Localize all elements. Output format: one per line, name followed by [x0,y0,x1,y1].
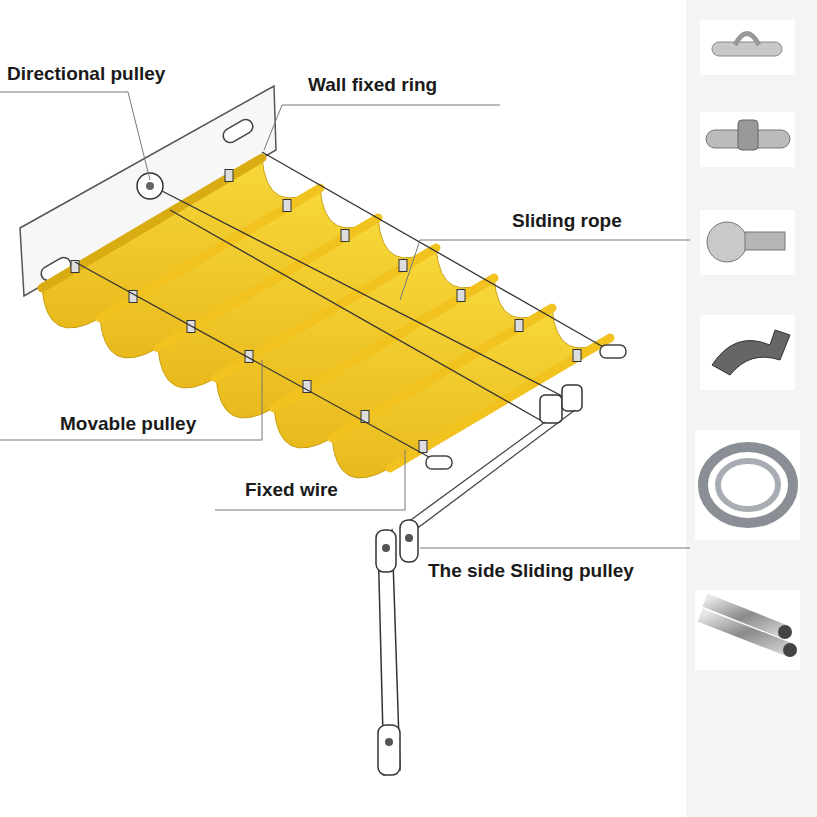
side-sliding-pulley [400,520,418,562]
part-label: Movable pulley [58,413,198,435]
part-label: Sliding rope [510,210,624,232]
movable-pulley [283,200,291,212]
directional-pulley [137,173,163,199]
movable-pulley [341,230,349,242]
movable-pulley [225,170,233,182]
movable-pulley [573,350,581,362]
wall-ring [221,117,256,145]
movable-pulley [515,320,523,332]
movable-pulley [419,441,427,453]
fabric-rod [158,218,378,348]
part-label: Wall fixed ring [306,74,439,96]
product-photos [695,20,800,670]
fabric-rod [332,308,552,438]
side-rope [408,422,545,522]
arm-bolt [382,544,390,552]
fabric-panel [332,308,610,478]
side-pulley [562,385,582,411]
side-sliding-pulley [376,530,396,572]
pulley-axle [146,182,154,190]
part-label: The side Sliding pulley [426,560,636,582]
arm-bolt [385,738,393,746]
photo-column [686,0,817,817]
arm-bolt [405,534,413,542]
fabric-rod [274,278,494,408]
arm-foot [378,725,400,775]
movable-pulley [457,290,465,302]
fabric-rod [390,338,610,468]
fabric-rod [100,188,320,318]
side-pulley [540,395,562,423]
fabric-folds [42,158,610,478]
end-ring [600,345,626,358]
part-label: Directional pulley [5,63,167,85]
side-rope [415,410,575,530]
end-ring [426,456,452,469]
movable-pulley [399,260,407,272]
leader-lines [0,92,690,548]
part-label: Fixed wire [243,479,340,501]
fabric-rod [42,158,262,288]
